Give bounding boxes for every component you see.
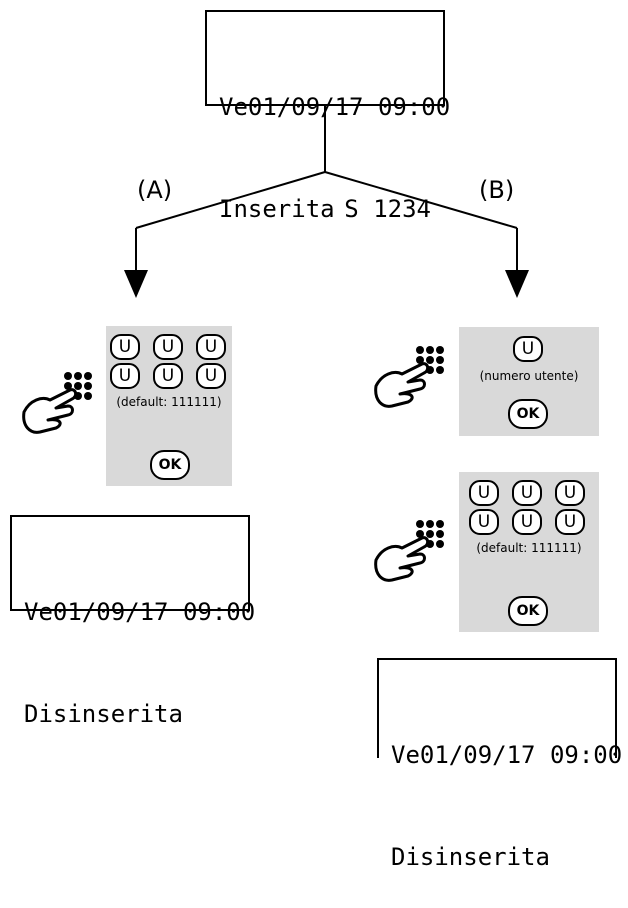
hand-keypad-icon-a-wrap — [22, 372, 92, 434]
user-key-button[interactable]: U — [110, 334, 140, 360]
user-key-button[interactable]: U — [153, 334, 183, 360]
user-key-button[interactable]: U — [153, 363, 183, 389]
hand-keypad-icon-b1-wrap — [374, 346, 444, 408]
top-display-status: Inserita — [219, 195, 335, 223]
flow-connectors — [124, 105, 529, 298]
user-key-button[interactable]: U — [512, 480, 542, 506]
user-key-button[interactable]: U — [196, 334, 226, 360]
keypad-panel-a: U U U U U U (default: 111111) OK — [106, 326, 232, 486]
user-key-button[interactable]: U — [512, 509, 542, 535]
user-key-button[interactable]: U — [555, 480, 585, 506]
branch-a-label: (A) — [137, 176, 173, 204]
branch-b-label: (B) — [479, 176, 515, 204]
arrow-a — [124, 270, 148, 298]
hand-keypad-icon-b2-wrap — [374, 520, 444, 582]
user-number-key-button[interactable]: U — [513, 336, 543, 362]
user-key-button[interactable]: U — [110, 363, 140, 389]
default-code-caption: (default: 111111) — [116, 395, 222, 409]
top-display-code: S 1234 — [344, 195, 431, 223]
user-number-panel-b: U (numero utente) OK — [459, 327, 599, 436]
user-key-button[interactable]: U — [555, 509, 585, 535]
hand-keypad-icon — [374, 346, 444, 408]
result-display-b-line1: Ve01/09/17 09:00 — [391, 741, 623, 769]
default-code-caption: (default: 111111) — [476, 541, 582, 555]
hand-keypad-icon — [22, 372, 92, 434]
user-key-button[interactable]: U — [196, 363, 226, 389]
arrow-b — [505, 270, 529, 298]
result-display-b-status: Disinserita — [391, 843, 550, 871]
user-number-caption: (numero utente) — [479, 369, 579, 383]
top-display: Ve01/09/17 09:00 Inserita S 1234 — [205, 10, 450, 223]
keypad-panel-b: U U U U U U (default: 111111) OK — [459, 472, 599, 632]
ok-button[interactable]: OK — [508, 596, 548, 626]
user-key-button[interactable]: U — [469, 509, 499, 535]
ok-button[interactable]: OK — [508, 399, 548, 429]
result-display-b: Ve01/09/17 09:00 Disinserita — [377, 658, 622, 871]
hand-keypad-icon — [374, 520, 444, 582]
user-key-button[interactable]: U — [469, 480, 499, 506]
ok-button[interactable]: OK — [150, 450, 190, 480]
result-display-a-status: Disinserita — [24, 700, 183, 728]
result-display-a: Ve01/09/17 09:00 Disinserita — [10, 515, 255, 728]
